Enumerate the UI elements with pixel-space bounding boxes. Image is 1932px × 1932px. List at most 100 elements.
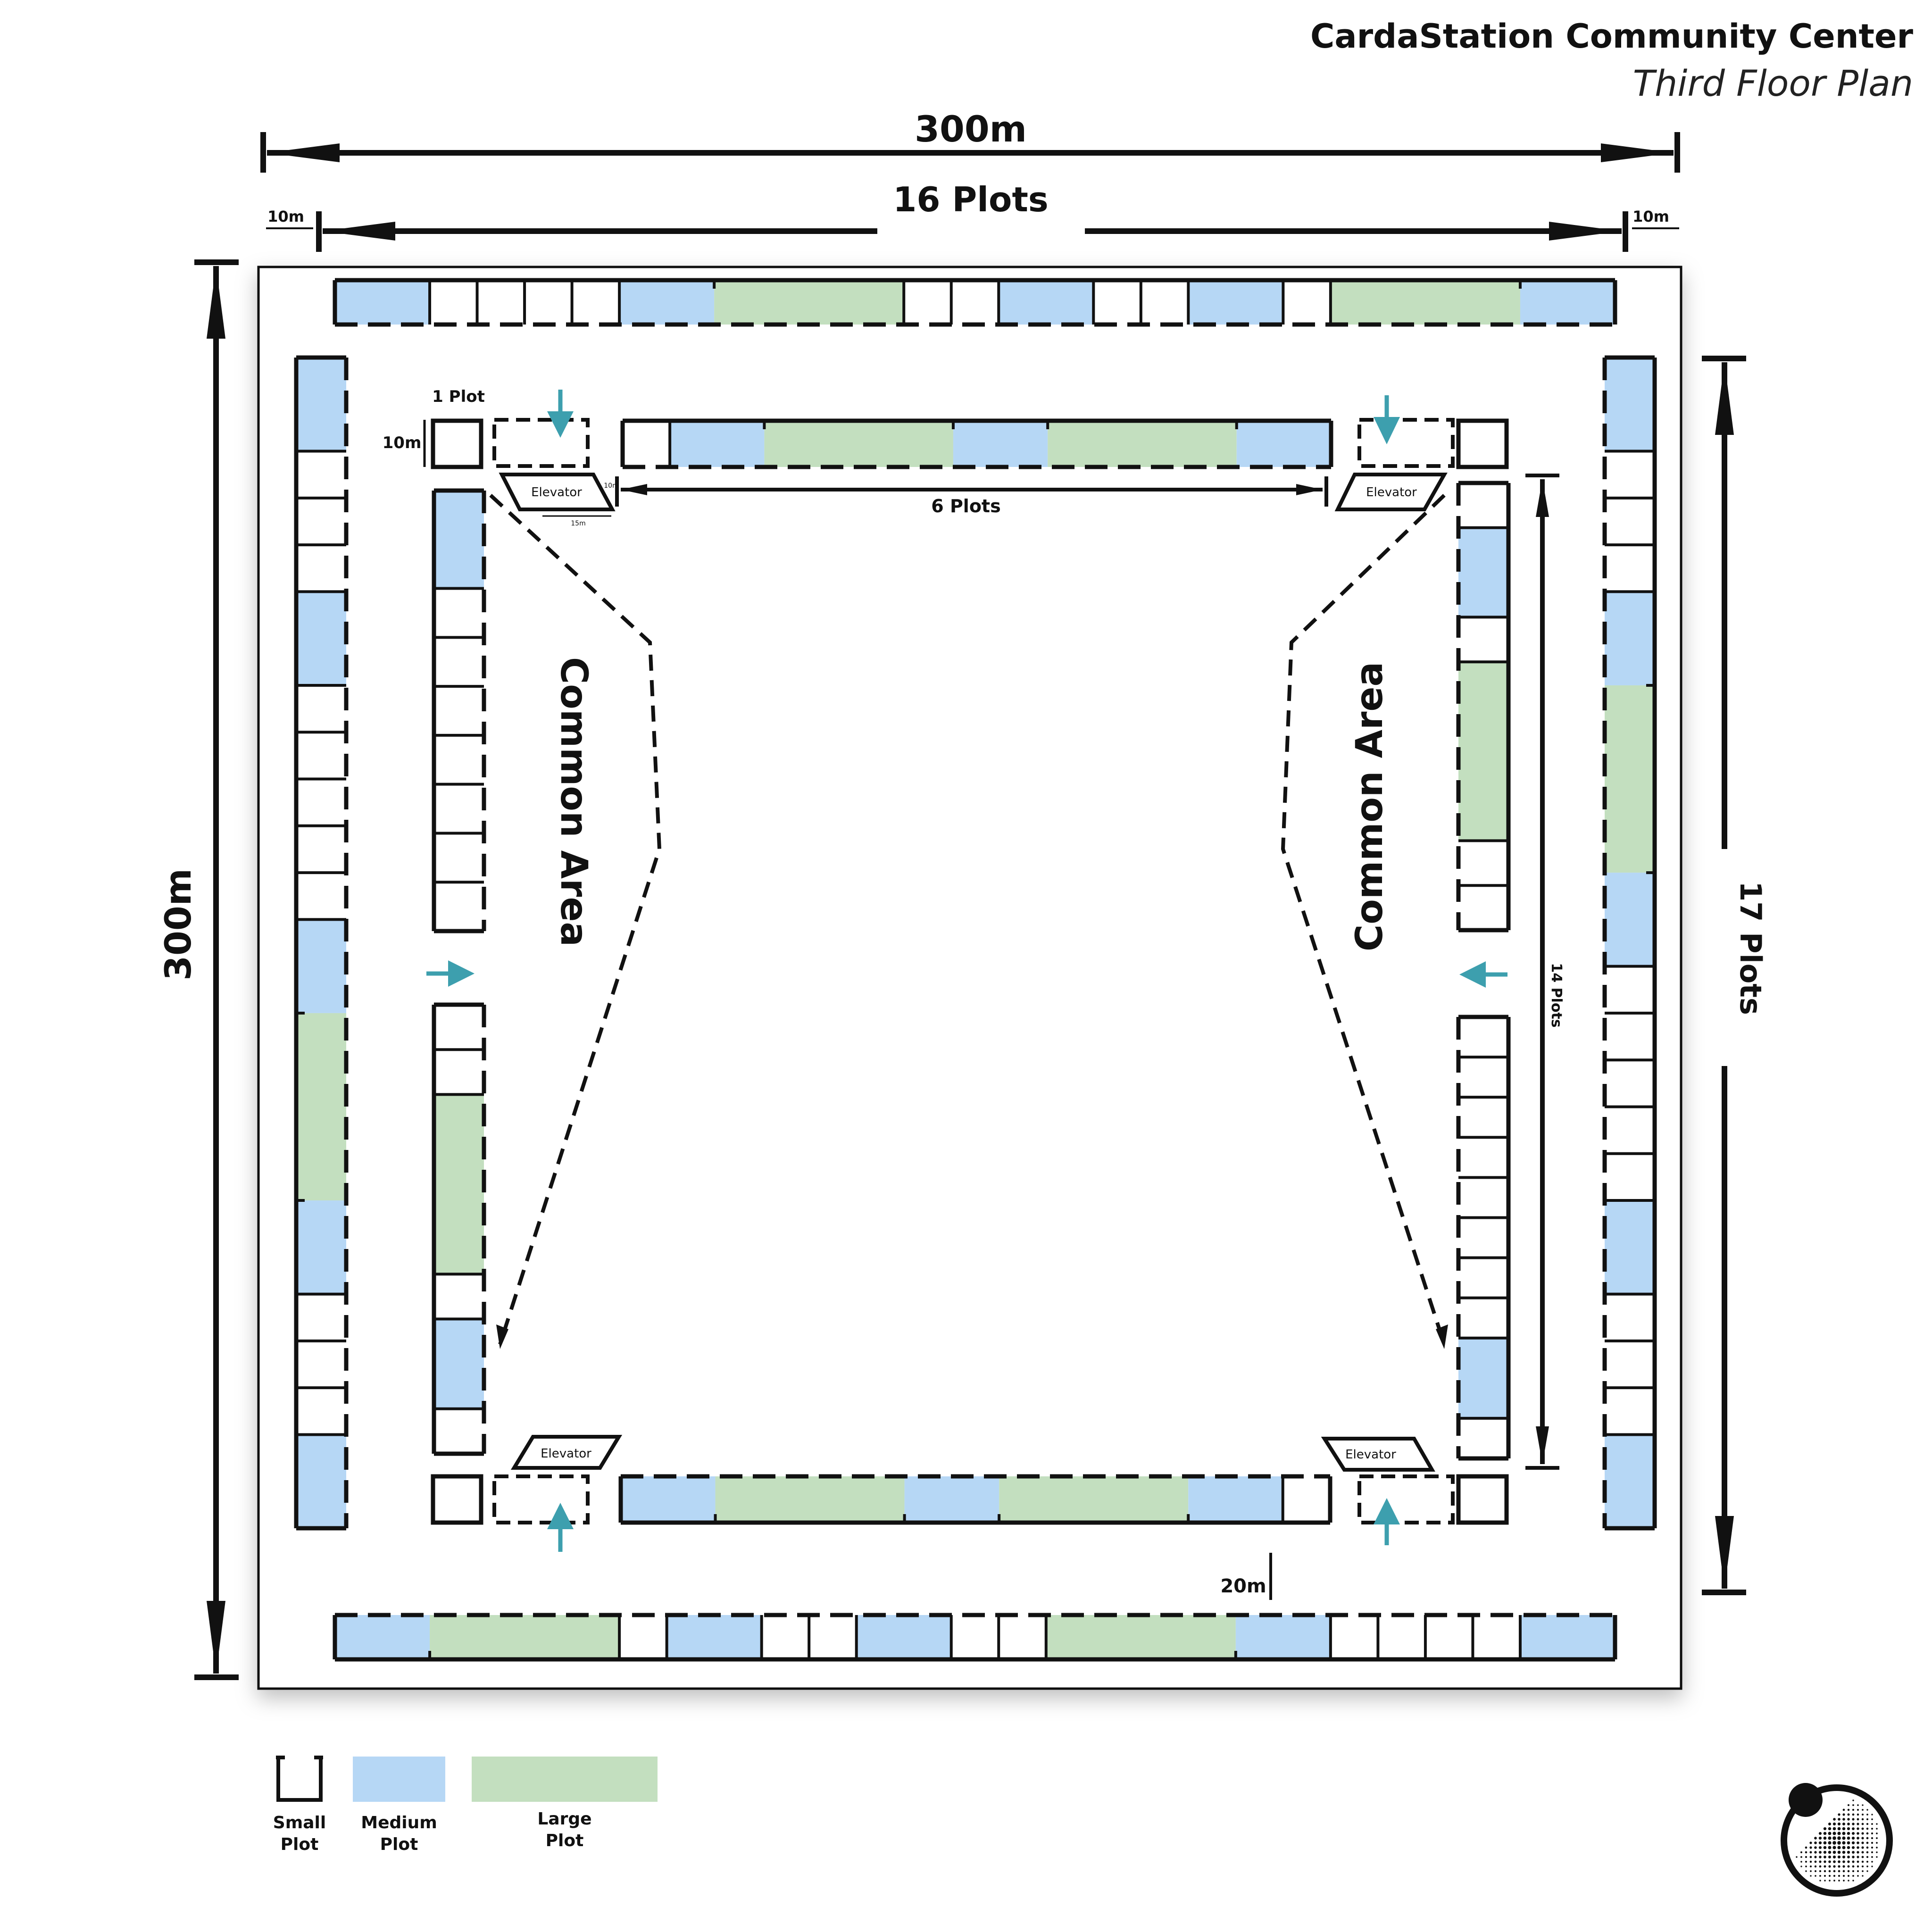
logo-dot [1866,1865,1868,1867]
legend-label-line1: Small [273,1813,326,1832]
elevator-landing-top-left [492,418,590,468]
logo-dot [1842,1860,1845,1863]
top-plots-label: 16 Plots [893,180,1048,219]
elevator-bottom-right: Elevator [1321,1437,1435,1472]
logo-dot [1838,1813,1840,1816]
logo-dot [1837,1841,1841,1845]
logo-dot [1861,1813,1864,1816]
small-plot [434,735,484,784]
small-plot [1093,280,1141,325]
plot-row-outer-top [333,278,1617,327]
logo-dot [1862,1809,1864,1811]
logo-dot [1871,1818,1873,1820]
common-area-right-label: Common Area [1349,662,1391,951]
legend: Small Plot Medium Plot Large Plot [273,1756,658,1854]
logo-dot [1847,1836,1850,1840]
logo-dot [1866,1856,1869,1858]
logo-dot [1871,1851,1874,1854]
medium-plot [1520,1615,1615,1659]
logo-dot [1823,1846,1827,1849]
plot-row-inner-left-upper [432,488,486,933]
logo-dot [1847,1823,1850,1825]
legend-small-plot: Small Plot [273,1756,326,1854]
building-outline [257,266,1682,1690]
logo-dot [1871,1837,1874,1840]
logo-dot [1842,1827,1846,1831]
common-area-left-boundary [489,494,662,1345]
logo-dot [1819,1875,1821,1877]
small-plot [1458,617,1508,662]
logo-dot [1847,1860,1850,1863]
logo-dot [1842,1874,1845,1877]
small-plot [525,280,572,325]
logo-dot [1838,1865,1840,1868]
logo-dot [1866,1860,1869,1863]
logo-dot [1866,1814,1868,1815]
elevator-label: Elevator [531,485,582,500]
logo-dot [1852,1870,1855,1873]
legend-label-line2: Plot [281,1835,319,1854]
logo-dot [1847,1804,1850,1807]
logo-dot [1828,1850,1832,1854]
logo-dot [1852,1818,1855,1821]
logo-dot [1823,1850,1827,1854]
logo-dot [1857,1813,1859,1816]
logo-dot [1828,1855,1832,1859]
logo-dot [1847,1856,1850,1858]
small-plot [951,1615,999,1659]
logo-dot [1847,1870,1850,1873]
logo-dot [1833,1880,1835,1882]
logo-dot [1861,1851,1864,1854]
elevator-label: Elevator [541,1447,591,1461]
logo-dot [1818,1832,1822,1835]
logo-dot [1832,1832,1836,1835]
logo-dot [1857,1865,1859,1868]
logo-icon [1781,1783,1893,1897]
medium-plot [296,358,346,451]
small-plot [999,1615,1046,1659]
legend-label-line2: Plot [380,1835,418,1854]
logo-dot [1842,1870,1845,1873]
logo-dot [1857,1846,1859,1849]
small-plot [1605,451,1655,498]
medium-plot [1605,873,1655,966]
medium-plot [434,491,484,589]
inner-top-plots-label: 6 Plots [931,496,1000,516]
logo-dot [1814,1860,1817,1863]
small-plot [1458,483,1508,528]
logo-dot [1818,1846,1822,1849]
logo-dot [1842,1832,1846,1835]
logo-dot [1852,1799,1854,1801]
logo-dot [1823,1827,1827,1831]
logo-dot [1848,1880,1849,1882]
large-plot [1048,421,1237,467]
logo-dot [1818,1836,1822,1840]
logo-dot [1871,1814,1873,1815]
medium-plot [666,1615,762,1659]
large-plot [434,1094,484,1274]
logo-dot [1847,1808,1850,1811]
logo-dot [1800,1851,1803,1854]
logo-dot [1847,1846,1850,1849]
logo-dot [1828,1860,1831,1863]
logo-dot [1866,1870,1868,1872]
logo-dot [1857,1841,1859,1844]
logo-dot [1809,1851,1812,1854]
logo-dot [1847,1827,1850,1831]
common-area-right-boundary [1281,494,1446,1345]
legend-medium-plot: Medium Plot [353,1757,445,1854]
logo-dot [1876,1823,1878,1825]
overall-width-dimension [260,132,1680,173]
logo-dot [1809,1860,1812,1863]
legend-label-line1: Large [537,1809,591,1829]
elevator-label: Elevator [1345,1448,1396,1462]
logo-dot [1828,1841,1832,1845]
corner-small-plot [1456,1474,1509,1525]
logo-dot [1824,1856,1826,1858]
logo-dot [1809,1841,1812,1844]
plot-row-inner-left-lower [432,1002,486,1456]
elevator-bottom-left: Elevator [510,1435,623,1470]
logo-dot [1828,1827,1832,1831]
logo-dot [1852,1856,1855,1858]
large-plot [999,1476,1189,1523]
